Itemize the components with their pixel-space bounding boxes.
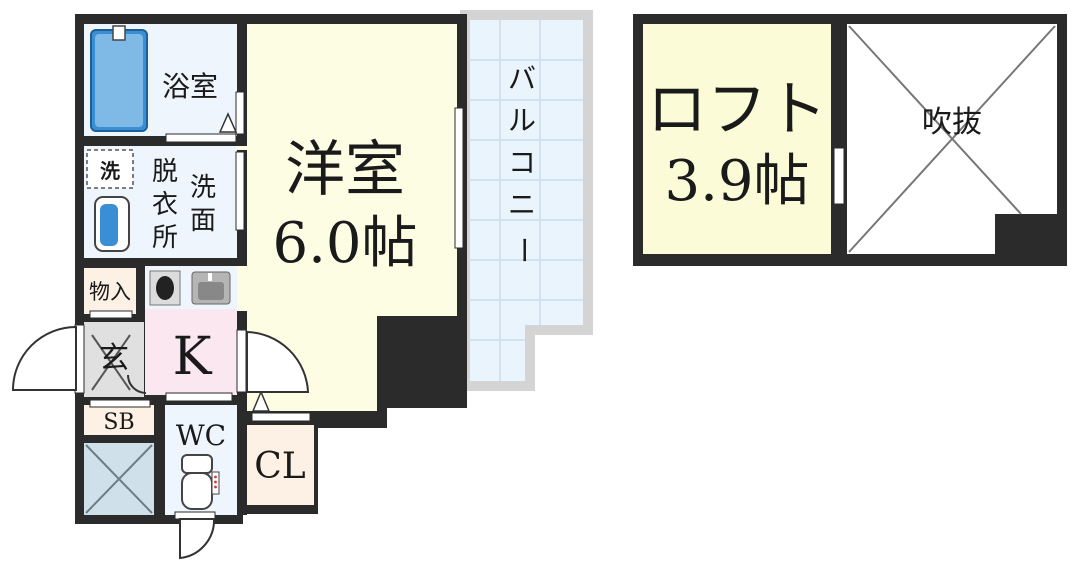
hall-door-swing (246, 330, 310, 393)
loft-room (643, 24, 831, 254)
balcony-label-3: コ (508, 146, 536, 179)
washer-box (86, 149, 134, 189)
kitchen-door-swing (127, 374, 147, 394)
balcony-window (454, 107, 464, 249)
faucet-icon (112, 25, 126, 41)
toilet-tank-icon (181, 454, 213, 474)
bath-label: 浴室 (162, 70, 218, 103)
entrance-door-swing (11, 325, 77, 391)
closet-door (251, 412, 311, 422)
western-room (247, 24, 457, 411)
kitchen-label: K (173, 327, 213, 387)
kitchen (145, 309, 237, 395)
hall-door-frame (236, 329, 247, 393)
wc-door (174, 511, 216, 520)
storage (84, 268, 136, 314)
wc-door-swing (179, 518, 216, 560)
shoe-box-label: SB (103, 410, 134, 435)
washroom-label-3: 所 (152, 223, 178, 253)
loft-unit (633, 14, 1067, 266)
toilet-bowl-icon (181, 472, 213, 510)
balcony (460, 10, 593, 391)
washroom-label-2: 衣 (152, 190, 178, 220)
washroom-label-5: 面 (190, 206, 216, 236)
washroom-door (235, 151, 245, 231)
washroom-label-4: 洗 (190, 173, 216, 203)
balcony-label-5: ー (507, 236, 540, 264)
loft-partition-window (833, 147, 845, 205)
bath-door-side (235, 91, 245, 135)
void-label: 吹抜 (922, 105, 982, 140)
balcony-label-1: バ (508, 62, 536, 95)
bath-door (165, 133, 237, 143)
western-room-label: 洋室 (285, 135, 405, 205)
washroom-label-1: 脱 (152, 157, 178, 187)
bathtub-inner (95, 34, 143, 127)
loft-label: ロフト (647, 75, 827, 145)
main-unit (11, 10, 593, 560)
bath-step-mark (218, 112, 238, 133)
washer-label: 洗 (100, 159, 120, 183)
balcony-label-4: ニ (508, 188, 536, 221)
loft-size: 3.9帖 (664, 149, 809, 214)
void-cross (848, 25, 1056, 253)
shoebox-door (89, 399, 151, 408)
labels: 浴室 洗 脱 衣 所 洗 面 洋室 6.0帖 バ ル コ ニ ー 物入 K 玄 … (89, 62, 982, 487)
kitchen-door (165, 392, 233, 402)
shoe-box (84, 405, 154, 435)
closet-step-mark (251, 390, 271, 412)
closet-label: CL (254, 446, 306, 487)
closet (247, 425, 314, 505)
western-room-pillar (377, 316, 457, 398)
storage-label: 物入 (89, 280, 131, 304)
loft-pillar (995, 214, 1057, 254)
western-room-size: 6.0帖 (272, 211, 417, 276)
storage-door (89, 310, 133, 319)
entrance-label: 玄 (99, 341, 129, 376)
toilet-label: WC (176, 419, 226, 452)
balcony-label-2: ル (508, 104, 536, 137)
